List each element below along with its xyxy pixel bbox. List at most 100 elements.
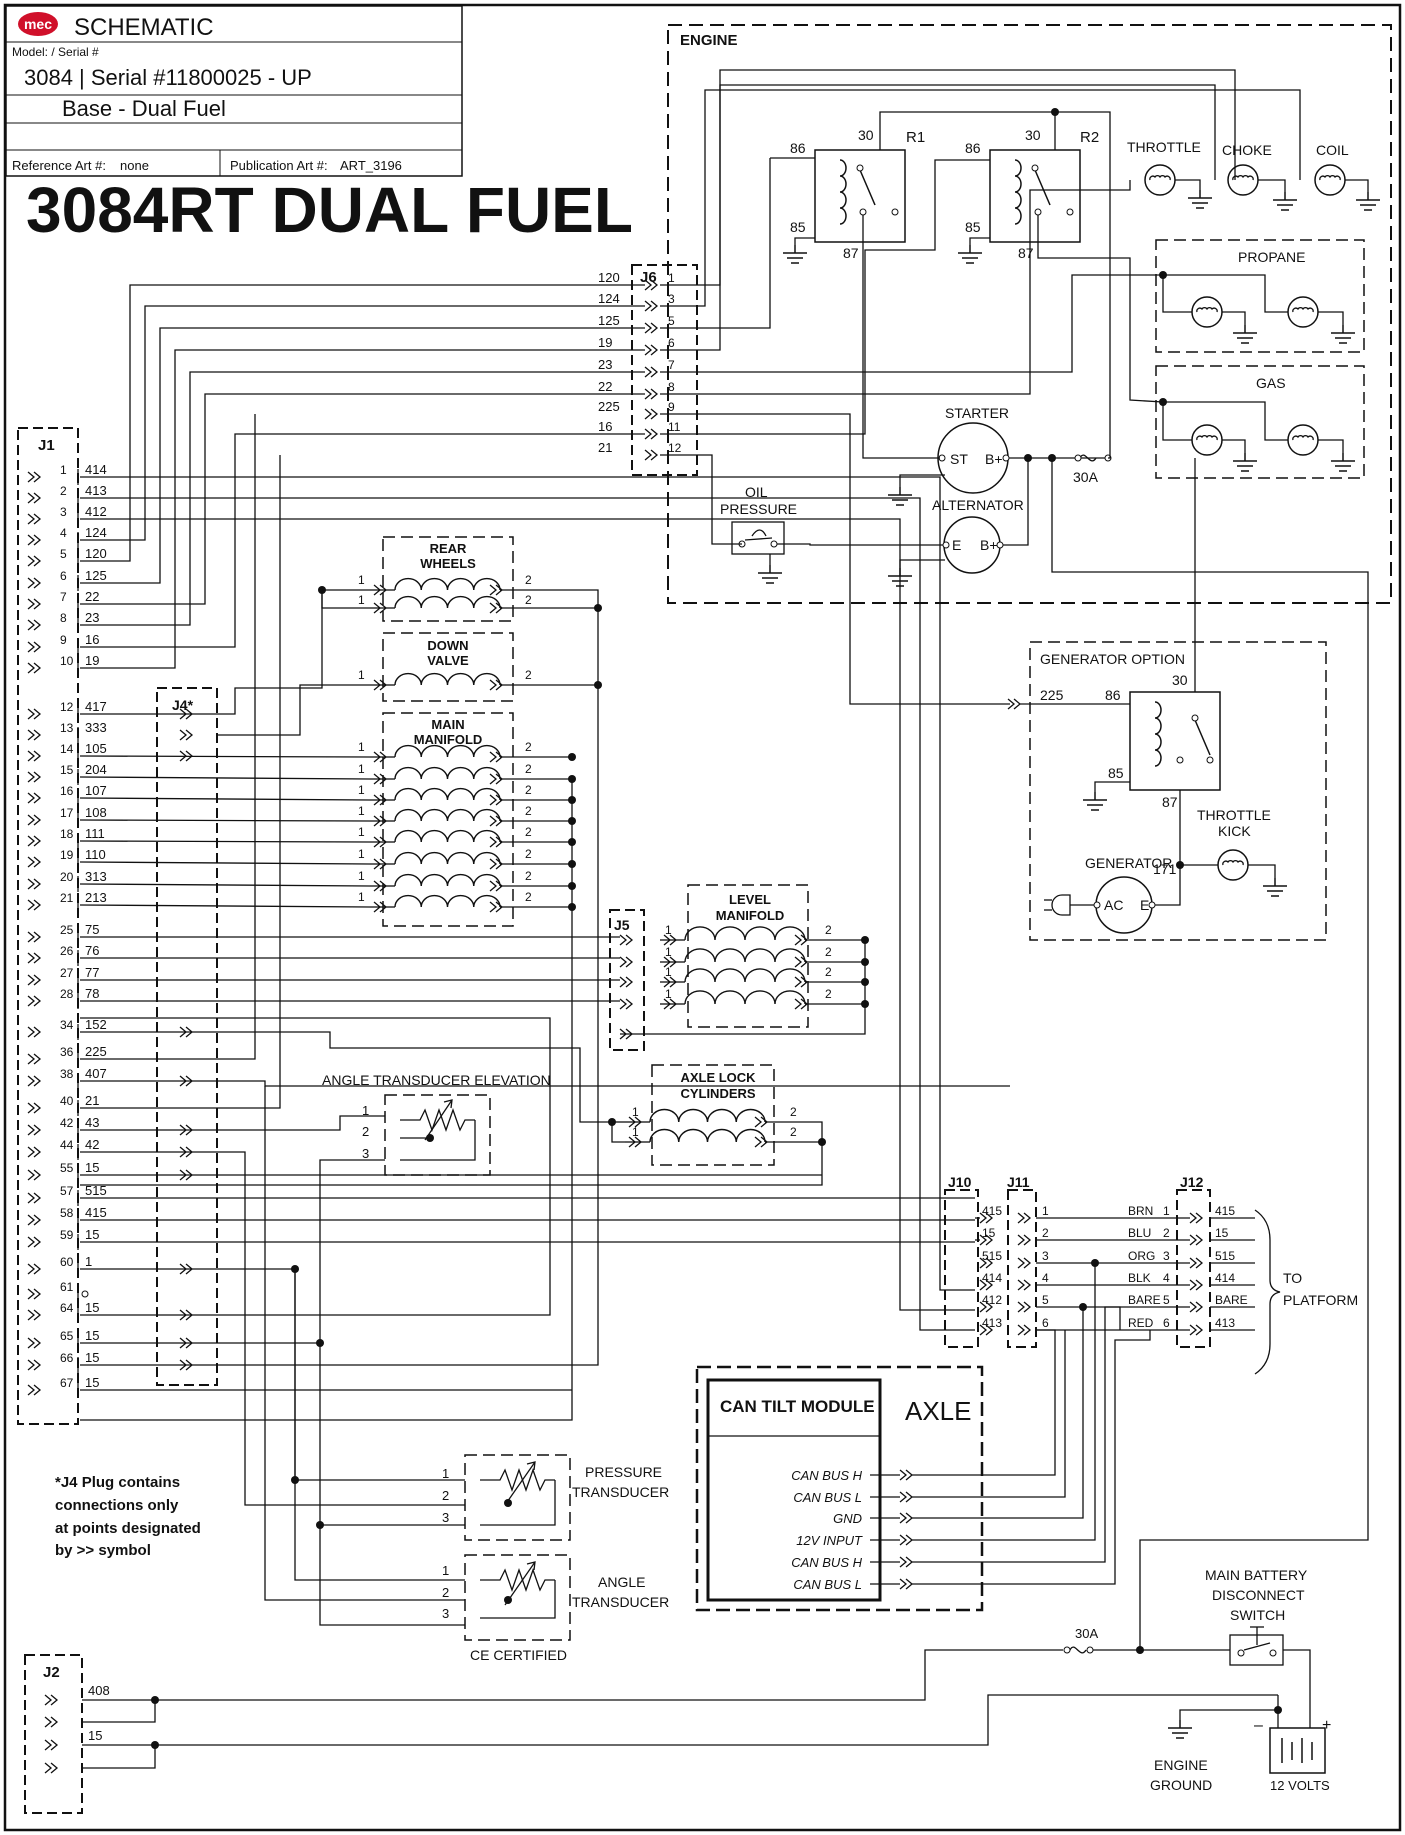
- main-manifold-coil: [394, 766, 501, 780]
- j1-wire-number: 42: [85, 1137, 99, 1152]
- j1-wire-number: 110: [85, 847, 106, 862]
- connector-pin-chevron: [1017, 1257, 1031, 1269]
- j1-pin-number: 40: [60, 1094, 74, 1108]
- connector-pin-chevron: [27, 492, 41, 504]
- j10-wire-number: 15: [982, 1226, 996, 1240]
- j12-wire-color: RED: [1128, 1316, 1154, 1330]
- can-bus-h: [912, 1329, 1056, 1476]
- j1-to-j6-wire: [80, 305, 645, 541]
- model-label: Model: / Serial #: [12, 45, 99, 59]
- ref-label: Reference Art #:: [12, 158, 106, 173]
- coil-pin: 1: [632, 1105, 639, 1119]
- page-border: [3, 3, 1402, 1832]
- coil-pin: 2: [825, 987, 832, 1001]
- mec-logo: [18, 12, 58, 36]
- svg-text:225: 225: [1040, 687, 1064, 703]
- coil-pin: 1: [358, 762, 365, 776]
- pub-value: ART_3196: [340, 158, 402, 173]
- main-manifold-wire: [79, 840, 371, 843]
- wire: [620, 940, 866, 1035]
- svg-text:TO: TO: [1283, 1270, 1302, 1286]
- connector-j2: J2 408 15: [24, 1649, 1278, 1814]
- svg-text:GENERATOR OPTION: GENERATOR OPTION: [1040, 651, 1185, 667]
- j1-wire-number: 15: [85, 1328, 99, 1343]
- axle-lock-cylinders: AXLE LOCK CYLINDERS: [651, 1064, 775, 1166]
- main-manifold-wire: [79, 883, 371, 887]
- wire-225: [80, 414, 256, 1060]
- connector-j1: J1: [17, 427, 79, 1425]
- svg-text:85: 85: [1108, 765, 1124, 781]
- wire-152: [80, 1031, 612, 1123]
- j6-wire-number: 225: [598, 399, 620, 414]
- j12-wire-color: BRN: [1128, 1204, 1153, 1218]
- title-block: mec SCHEMATIC Model: / Serial # 3084 | S…: [5, 5, 633, 246]
- coil-pin: 2: [525, 869, 532, 883]
- wire: [525, 608, 599, 686]
- coil-pin: 1: [358, 804, 365, 818]
- generator-option: GENERATOR OPTION 225 86 30 85 87 171 THR…: [849, 455, 1327, 941]
- rear-wheels-valve: REAR WHEELS: [382, 536, 514, 622]
- svg-text:J4*: J4*: [172, 697, 194, 713]
- connector-pin-chevron: [27, 708, 41, 720]
- connector-pin-chevron: [619, 934, 633, 946]
- j1-wire-number: 313: [85, 869, 107, 884]
- svg-text:MAIN BATTERY: MAIN BATTERY: [1205, 1567, 1308, 1583]
- coil-pin: 1: [358, 740, 365, 754]
- svg-text:PROPANE: PROPANE: [1238, 249, 1305, 265]
- main-manifold-coil: [394, 744, 501, 758]
- connector-pin-chevron: [27, 856, 41, 868]
- connector-pin-chevron: [27, 878, 41, 890]
- can-signal-label: 12V INPUT: [796, 1533, 863, 1548]
- j1-wire-number: 111: [85, 826, 105, 841]
- connector-pin-chevron: [27, 598, 41, 610]
- level-manifold-coil: [684, 926, 806, 941]
- j12-pin-number: 2: [1163, 1226, 1170, 1240]
- j1-pin-number: 21: [60, 891, 74, 905]
- j1-wire-number: 76: [85, 943, 99, 958]
- j1-wire-number: 515: [85, 1183, 107, 1198]
- wire-15d: [80, 1159, 385, 1344]
- j12-wire-number: 413: [1215, 1316, 1235, 1330]
- j1-pin-number: 2: [60, 484, 67, 498]
- connector-pin-chevron: [27, 619, 41, 631]
- relay-r2-label: R2: [1080, 129, 1099, 146]
- connector-pin-chevron: [27, 1214, 41, 1226]
- j10-wire-number: 515: [982, 1249, 1002, 1263]
- svg-text:ANGLE: ANGLE: [598, 1574, 645, 1590]
- connector-pin-chevron: [1189, 1234, 1203, 1246]
- svg-text:+: +: [1322, 1717, 1331, 1734]
- coil-pin: 2: [790, 1105, 797, 1119]
- svg-text:AXLE: AXLE: [905, 1396, 972, 1426]
- connector-pin-chevron: [27, 1359, 41, 1371]
- config-value: Base - Dual Fuel: [62, 96, 226, 121]
- j1-wire-number: 78: [85, 986, 99, 1001]
- j1-pin-number: 59: [60, 1228, 74, 1242]
- j1-wire-number: 407: [85, 1066, 107, 1081]
- j1-pin-number: 28: [60, 987, 74, 1001]
- j1-pin-number: 58: [60, 1206, 74, 1220]
- main-battery-disconnect-switch[interactable]: MAIN BATTERY DISCONNECT SWITCH: [1205, 1567, 1311, 1728]
- j6-wire-number: 124: [598, 291, 620, 306]
- j6-engine-wire: [697, 159, 990, 435]
- svg-text:WHEELS: WHEELS: [420, 556, 476, 571]
- svg-text:ALTERNATOR: ALTERNATOR: [932, 497, 1024, 513]
- connector-pin-chevron: [27, 555, 41, 567]
- svg-text:J2: J2: [43, 1664, 60, 1681]
- j1-wire-number: 333: [85, 720, 107, 735]
- j1-wire-number: 125: [85, 568, 107, 583]
- connector-pin-chevron: [27, 1309, 41, 1321]
- j6-engine-wire: [697, 69, 1236, 286]
- j1-pin-number: 8: [60, 611, 67, 625]
- svg-text:TRANSDUCER: TRANSDUCER: [572, 1484, 669, 1500]
- rear-wheels-coil: [394, 577, 501, 591]
- connector-pin-chevron: [27, 729, 41, 741]
- j6-engine-wire: [697, 84, 1216, 351]
- coil-pin: 1: [665, 987, 672, 1001]
- svg-text:87: 87: [1018, 245, 1034, 261]
- svg-text:CYLINDERS: CYLINDERS: [680, 1086, 755, 1101]
- connector-pin-chevron: [899, 1556, 913, 1568]
- pub-label: Publication Art #:: [230, 158, 328, 173]
- coil-pin: 1: [665, 923, 672, 937]
- down-valve: DOWN VALVE: [382, 632, 514, 702]
- svg-text:MANIFOLD: MANIFOLD: [414, 732, 483, 747]
